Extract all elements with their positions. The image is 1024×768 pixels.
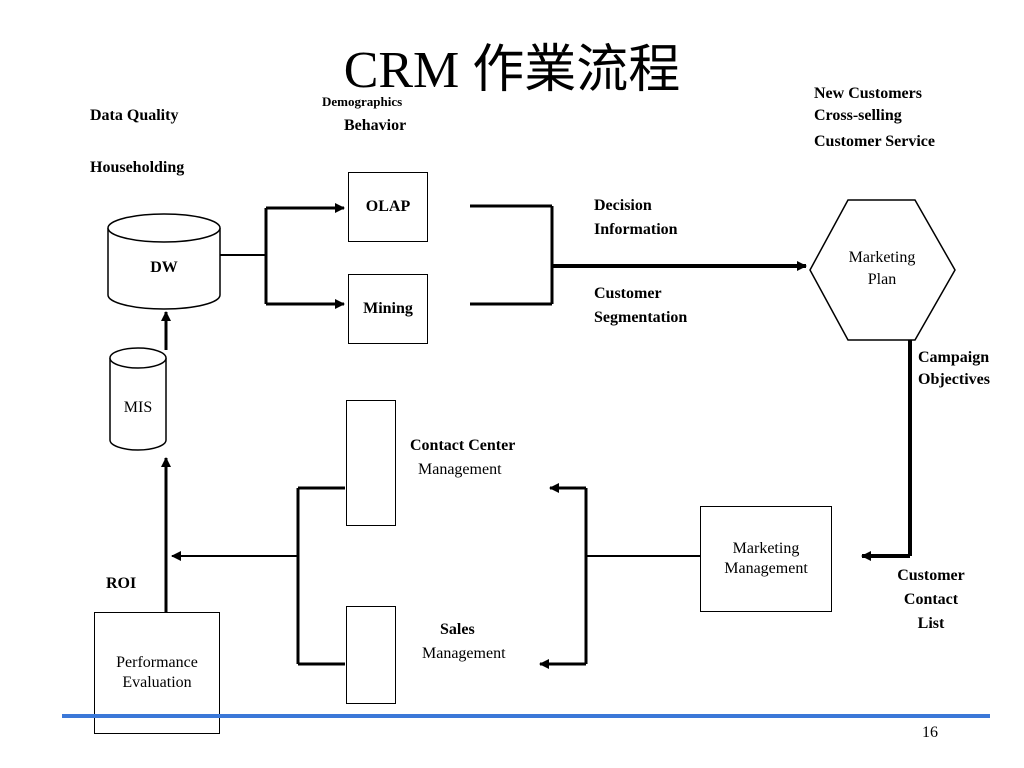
demographics-label: Demographics	[322, 94, 403, 109]
marketing-management-label-2: Management	[724, 560, 808, 577]
slide-title: CRM 作業流程	[343, 42, 681, 99]
cross-selling-label: Cross-selling	[814, 107, 902, 124]
new-customers-label: New Customers	[814, 85, 922, 102]
roi-label: ROI	[106, 575, 137, 592]
customer-contact-label-3: List	[917, 615, 945, 632]
customer-label: Customer	[594, 285, 662, 302]
mining-box: Mining	[348, 274, 428, 344]
customer-contact-label-2: Contact	[903, 591, 959, 608]
marketing-plan-label-2: Plan	[867, 271, 897, 288]
dw-cylinder	[107, 213, 221, 310]
objectives-label: Objectives	[918, 371, 990, 388]
contact-center-box	[346, 400, 396, 526]
olap-label: OLAP	[365, 198, 411, 215]
marketing-management-label-1: Marketing	[732, 540, 800, 557]
contact-center-management-label: Management	[418, 461, 502, 478]
mis-label: MIS	[123, 399, 153, 416]
campaign-label: Campaign	[918, 349, 990, 366]
segmentation-label: Segmentation	[594, 309, 688, 326]
householding-label: Householding	[90, 159, 185, 176]
information-label: Information	[594, 221, 678, 238]
bottom-rule	[62, 714, 990, 718]
olap-box: OLAP	[348, 172, 428, 242]
marketing-plan-label-1: Marketing	[848, 249, 916, 266]
data-quality-label: Data Quality	[90, 107, 179, 124]
dw-label: DW	[150, 259, 178, 276]
mining-label: Mining	[363, 300, 413, 317]
customer-contact-label-1: Customer	[897, 567, 965, 584]
behavior-label: Behavior	[344, 117, 407, 134]
decision-label: Decision	[594, 197, 652, 214]
performance-evaluation-box: Performance Evaluation	[94, 612, 220, 734]
performance-label: Performance	[116, 654, 198, 671]
sales-box	[346, 606, 396, 704]
marketing-plan-hexagon	[809, 199, 956, 341]
sales-management-label: Management	[422, 645, 506, 662]
customer-service-label: Customer Service	[814, 133, 935, 150]
evaluation-label: Evaluation	[122, 674, 192, 691]
marketing-management-box: Marketing Management	[700, 506, 832, 612]
mis-cylinder	[109, 347, 167, 451]
page-number: 16	[922, 724, 938, 741]
contact-center-label: Contact Center	[410, 437, 516, 454]
sales-label: Sales	[440, 621, 475, 638]
